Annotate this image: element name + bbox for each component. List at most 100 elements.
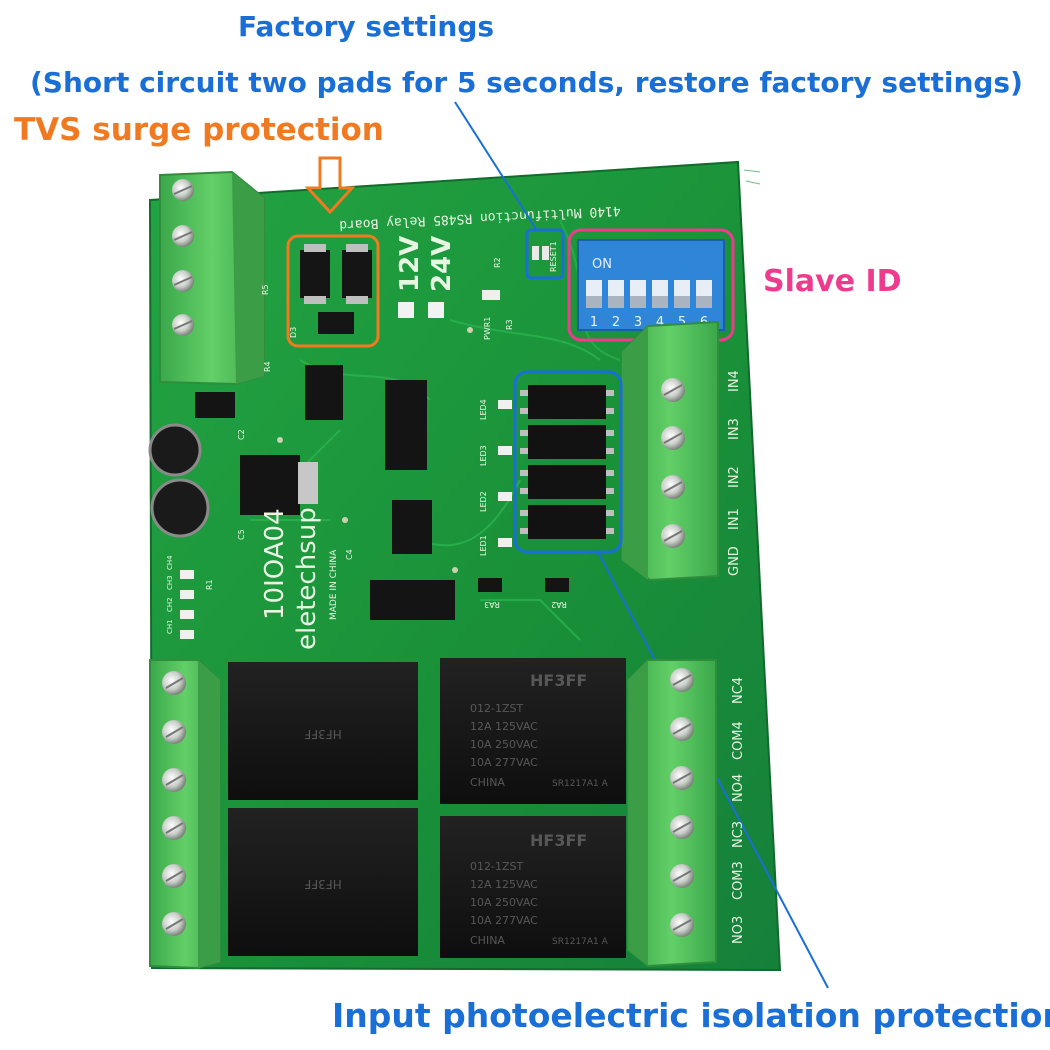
- channel-label: CH1: [166, 619, 174, 634]
- output-terminal-label: NC3: [731, 821, 746, 848]
- output-terminal-label: COM3: [731, 861, 746, 900]
- power-led: [482, 290, 500, 300]
- model-text: 10IOA04: [260, 508, 290, 620]
- channel-leds: [180, 570, 194, 639]
- input-leds: [498, 400, 512, 547]
- channel-label: CH4: [166, 555, 174, 570]
- tvs-arrow-icon: [304, 156, 356, 215]
- relay-origin: CHINA: [470, 934, 505, 947]
- output-terminal-label: NO3: [731, 916, 746, 944]
- input-terminal-label: IN3: [727, 418, 742, 440]
- relay-code: SR1217A1 A: [552, 937, 609, 947]
- dip-position-label: 3: [634, 315, 642, 330]
- dip-switch[interactable]: ON 1 2 3 4 5 6: [577, 239, 725, 331]
- dip-switch-toggle[interactable]: [674, 280, 690, 308]
- dip-position-label: 5: [678, 315, 686, 330]
- dip-position-label: 1: [590, 315, 598, 330]
- relay: HF3FF 012-1ZST 12A 125VAC 10A 250VAC 10A…: [440, 658, 626, 804]
- voltage-24v-label: 24V: [427, 236, 457, 292]
- tvs-diodes: [300, 244, 372, 334]
- screw: [670, 864, 694, 888]
- relay-rating: 10A 250VAC: [470, 896, 538, 909]
- screw: [670, 668, 694, 692]
- relay: HF3FF: [228, 662, 418, 800]
- screw: [661, 475, 685, 499]
- screw: [162, 671, 186, 695]
- screw: [162, 768, 186, 792]
- screw: [162, 816, 186, 840]
- component-label: C4: [345, 549, 354, 560]
- screw: [670, 815, 694, 839]
- component-label: C5: [237, 529, 246, 540]
- screw: [661, 378, 685, 402]
- screw: [670, 913, 694, 937]
- power-led-label: PWR1: [483, 317, 492, 340]
- channel-label: CH2: [166, 597, 174, 612]
- component-label: R2: [493, 257, 502, 268]
- capacitors: [148, 423, 210, 538]
- reset-label: RESET1: [549, 241, 558, 272]
- voltage-12v-label: 12V: [395, 236, 425, 292]
- svg-text:HF3FF: HF3FF: [304, 877, 341, 891]
- relay-code: SR1217A1 A: [552, 779, 609, 789]
- component-label: R1: [205, 579, 214, 590]
- component-label: C2: [237, 429, 246, 440]
- optocouplers: [520, 385, 614, 539]
- dip-on-label: ON: [592, 257, 612, 272]
- dip-switch-toggle[interactable]: [608, 280, 624, 308]
- dip-switch-toggle[interactable]: [696, 280, 712, 308]
- input-terminal-label: IN4: [727, 370, 742, 392]
- screw: [661, 426, 685, 450]
- screw: [172, 225, 194, 247]
- relay: HF3FF 012-1ZST 12A 125VAC 10A 250VAC 10A…: [440, 816, 626, 958]
- tvs-callout: TVS surge protection: [14, 112, 384, 148]
- input-terminal-label: IN1: [727, 508, 742, 530]
- relay-brand: HF3FF: [530, 671, 587, 690]
- relay-origin: CHINA: [470, 776, 505, 789]
- right-output-terminal-block: [627, 659, 717, 968]
- relay-brand: HF3FF: [530, 831, 587, 850]
- dip-switch-toggle[interactable]: [652, 280, 668, 308]
- reset-pads: [532, 246, 549, 260]
- screw: [172, 270, 194, 292]
- reset-highlight-box: [525, 228, 565, 280]
- component-label: R3: [505, 319, 514, 330]
- reset-pointer-line: [454, 101, 539, 233]
- led-label: LED1: [479, 535, 488, 556]
- power-terminal-block: [159, 170, 265, 386]
- relay-rating: 12A 125VAC: [470, 720, 538, 733]
- output-terminal-label: NC4: [731, 677, 746, 704]
- brand-text: eletechsup: [292, 507, 322, 650]
- channel-label: CH3: [166, 575, 174, 590]
- input-terminal-label: IN2: [727, 466, 742, 488]
- relay-rating: 10A 277VAC: [470, 756, 538, 769]
- relay-rating: 10A 277VAC: [470, 914, 538, 927]
- dip-position-label: 4: [656, 315, 664, 330]
- component-label: R4: [263, 361, 272, 372]
- relay-model: 012-1ZST: [470, 860, 523, 873]
- factory-settings-detail: (Short circuit two pads for 5 seconds, r…: [30, 66, 1023, 99]
- tvs-highlight-box: [286, 234, 380, 348]
- input-terminal-label: GND: [727, 546, 742, 576]
- made-in-china-text: MADE IN CHINA: [329, 549, 339, 620]
- screw: [661, 524, 685, 548]
- component-label: R5: [261, 284, 270, 295]
- dip-switch-toggle[interactable]: [586, 280, 602, 308]
- dip-switch-toggle[interactable]: [630, 280, 646, 308]
- screw: [172, 314, 194, 336]
- led-label: LED4: [479, 399, 488, 420]
- relay-rating: 12A 125VAC: [470, 878, 538, 891]
- screw: [670, 766, 694, 790]
- left-output-terminal-block: [149, 659, 221, 970]
- dip-position-label: 2: [612, 315, 620, 330]
- led-label: LED3: [479, 445, 488, 466]
- relay-model: 012-1ZST: [470, 702, 523, 715]
- output-terminal-label: NO4: [731, 774, 746, 802]
- optocoupler-highlight-box: [513, 370, 623, 554]
- screw: [162, 720, 186, 744]
- input-terminal-block: [621, 320, 719, 582]
- relay: HF3FF: [228, 808, 418, 956]
- screw: [162, 912, 186, 936]
- screw: [172, 179, 194, 201]
- output-terminal-label: COM4: [731, 721, 746, 760]
